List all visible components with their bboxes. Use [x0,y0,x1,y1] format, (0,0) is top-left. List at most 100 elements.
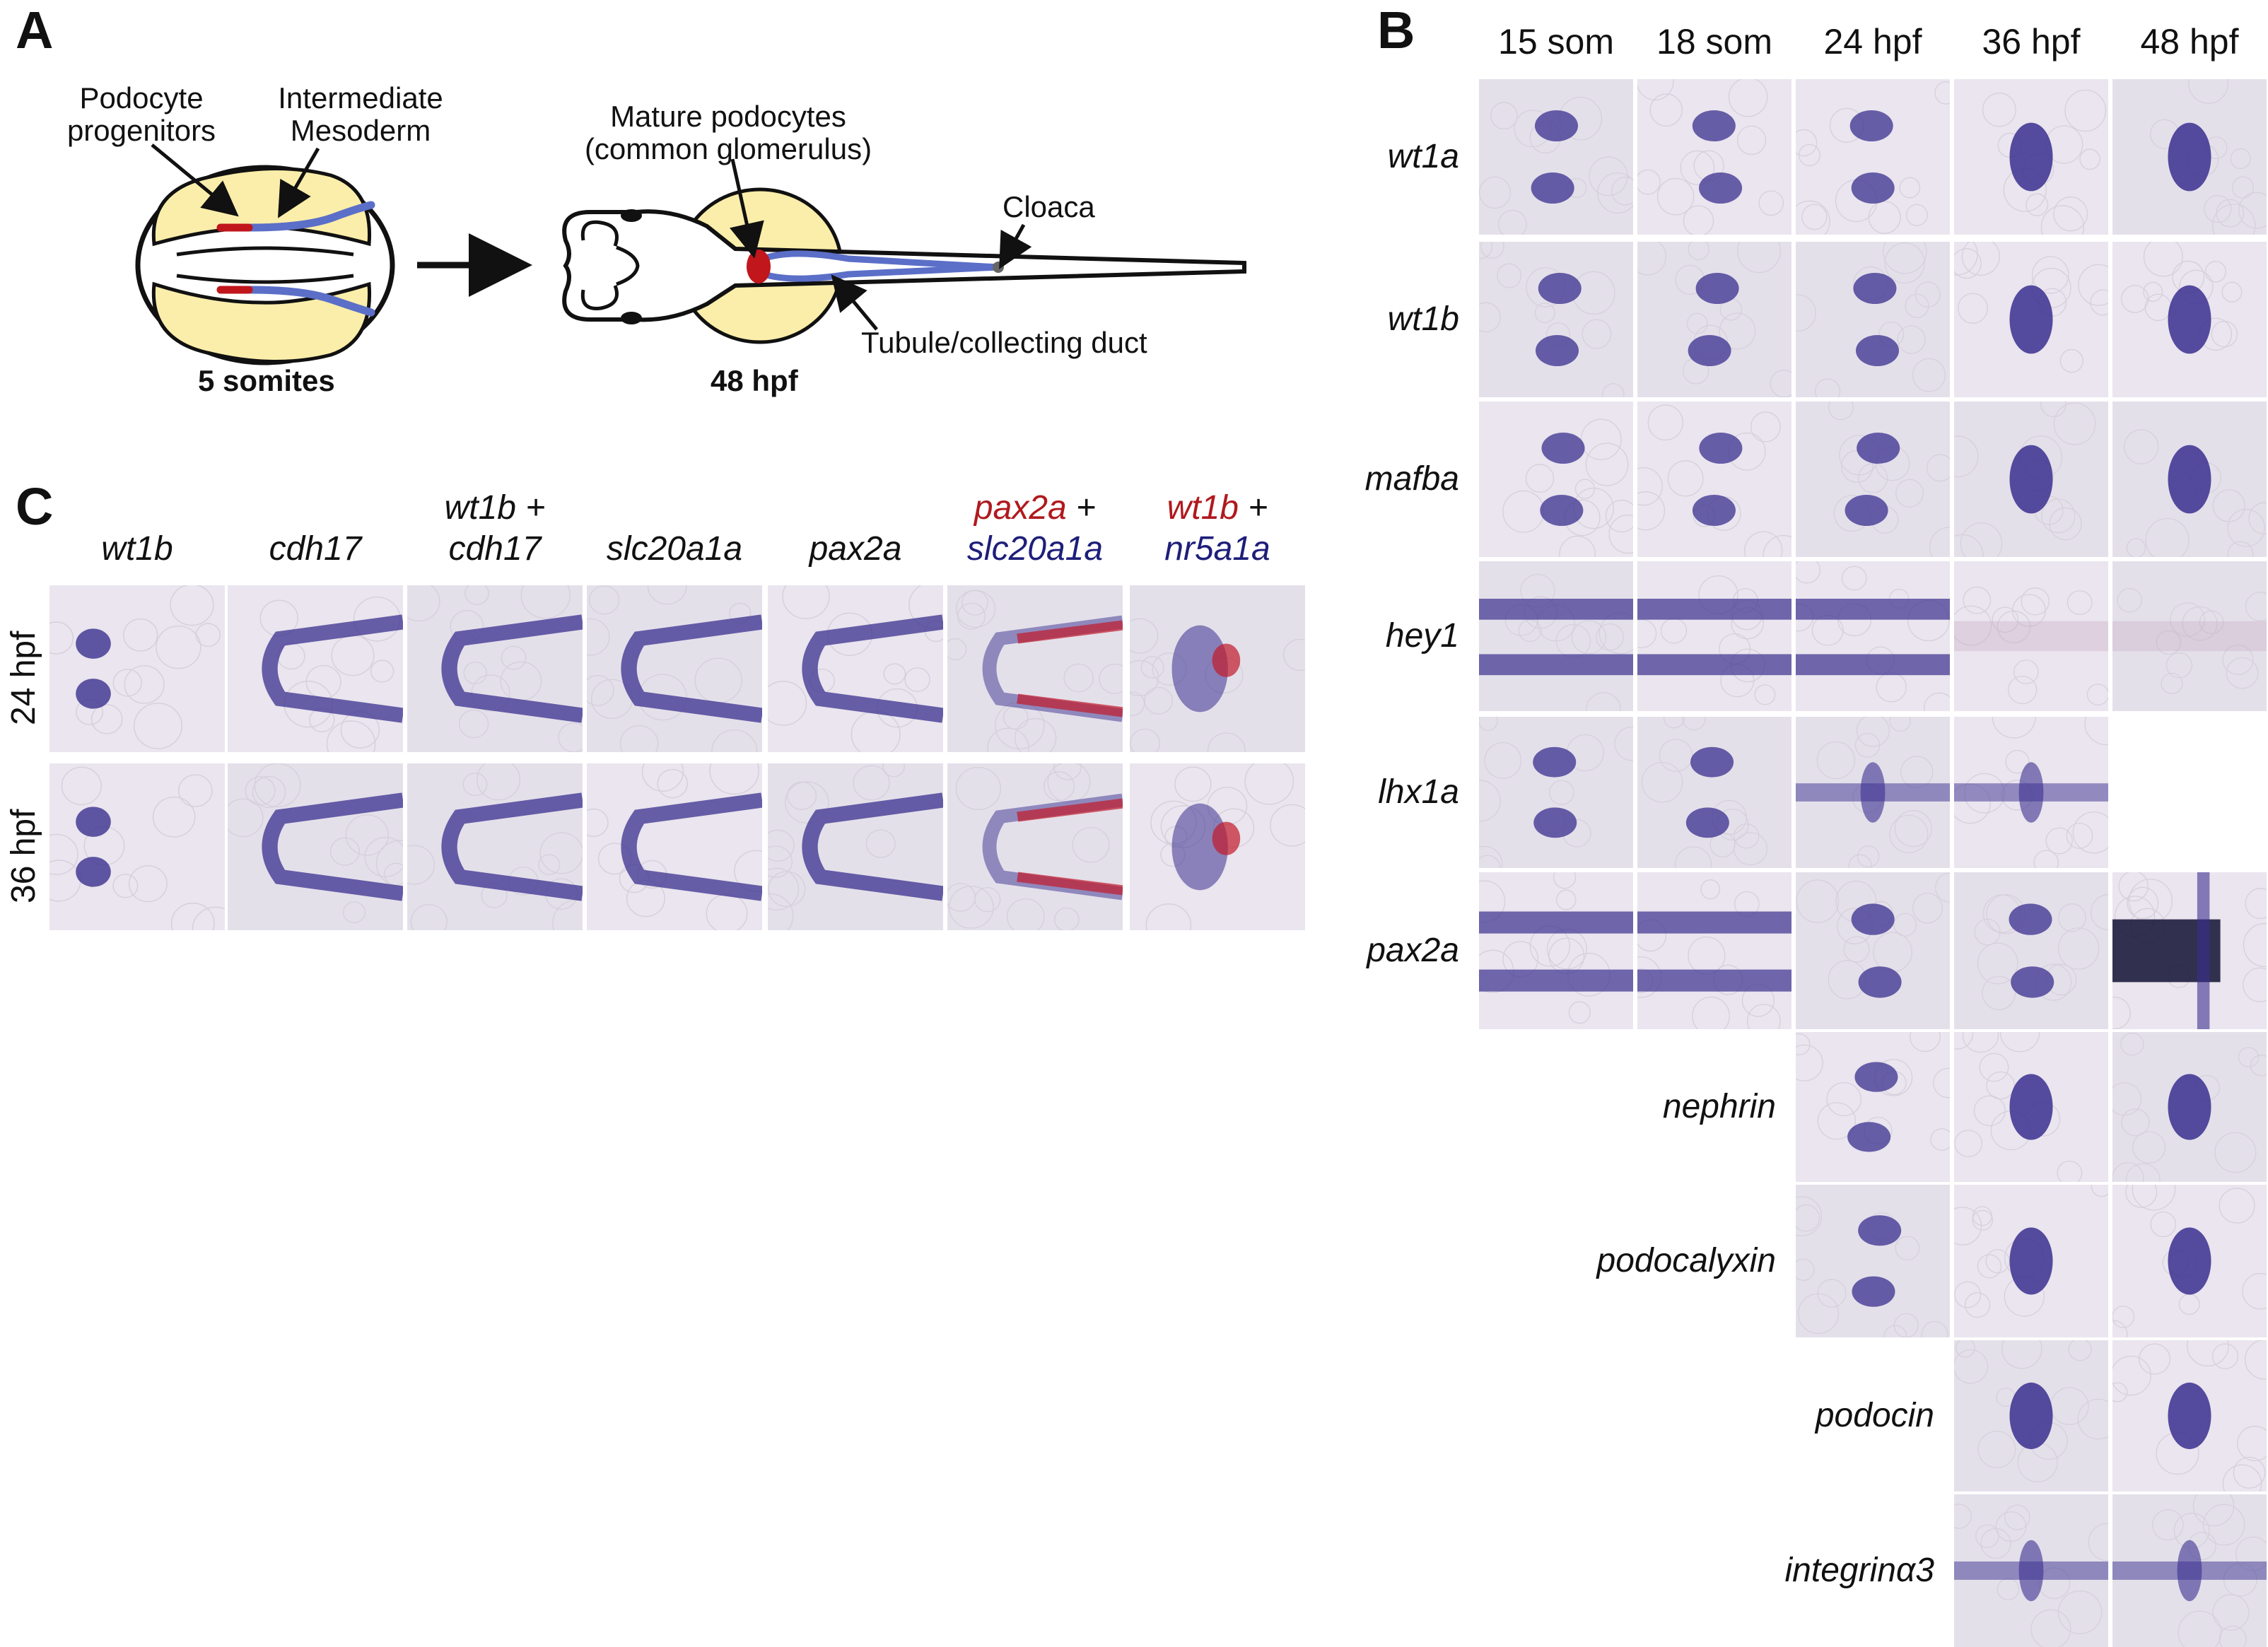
stain-image-tile [1796,1185,1950,1337]
stain-image-tile [947,763,1123,930]
mature-podocytes-label: Mature podocytes (common glomerulus) [537,100,919,165]
stain-image-tile [228,585,403,752]
stain-image-tile [1954,561,2108,711]
gene-label: lhx1a [1378,773,1459,811]
gene-name: nr5a1a [1164,530,1270,568]
stain-image-tile [2112,79,2267,235]
stain-image-tile [407,763,583,930]
stain-image-tile [1954,717,2108,868]
panel-b-letter: B [1377,1,1415,59]
gene-label: mafba [1364,460,1459,498]
podocyte-progenitors-label: Podocyte progenitors [57,81,226,148]
gene-name: wt1b [1167,489,1239,527]
gene-name: cdh17 [448,530,542,568]
gene-name: slc20a1a [606,530,743,568]
somite-embryo [135,143,395,365]
panel-a-diagram [135,143,1246,365]
column-header: wt1b [35,529,239,570]
row-label: 36 hpf [5,809,42,903]
stain-image-tile [1479,402,1633,557]
gene-name: pax2a [809,530,902,568]
gene-label: pax2a [1367,932,1459,969]
gene-label: podocin [1815,1397,1934,1434]
stain-image-tile [1954,242,2108,397]
stain-image-tile [1954,1032,2108,1182]
stain-image-tile [1796,242,1950,397]
gene-label: podocalyxin [1596,1242,1777,1279]
stain-image-tile [49,763,225,930]
stain-image-tile [407,585,583,752]
stain-image-tile [49,585,225,752]
label-line: (common glomerulus) [584,132,872,166]
stain-image-tile [768,763,943,930]
label-line: progenitors [66,114,216,148]
stain-image-tile [1479,717,1633,868]
stain-image-tile [1954,402,2108,557]
larva-48hpf [562,158,1246,344]
stain-image-tile [1637,79,1791,235]
stain-image-tile [1796,872,1950,1029]
stage-5-somites-label: 5 somites [198,364,335,397]
stain-image-tile [1637,402,1791,557]
stain-image-tile [1130,763,1305,930]
stain-image-tile [768,585,943,752]
stain-image-tile [1130,585,1305,752]
header-line: slc20a1a [573,529,776,570]
stain-image-tile [1954,79,2108,235]
column-header: wt1b +nr5a1a [1116,488,1319,570]
plus-sign: + [1239,489,1268,527]
stain-image-tile [2112,1494,2267,1647]
header-line: cdh17 [214,529,417,570]
stain-image-tile [1637,872,1791,1029]
stain-image-tile [1954,1185,2108,1337]
gene-name: cdh17 [269,530,362,568]
row-label: 24 hpf [5,631,42,725]
stain-image-tile [1796,561,1950,711]
gene-name: wt1b + [444,489,546,527]
stain-image-tile [587,585,762,752]
stain-image-tile [1479,872,1633,1029]
gene-name: pax2a [974,489,1067,527]
stain-image-tile [1479,242,1633,397]
label-line: Intermediate [278,81,443,115]
stain-image-tile [1637,242,1791,397]
column-header: 36 hpf [1982,22,2081,61]
stain-image-tile [2112,1185,2267,1337]
column-header: slc20a1a [573,529,776,570]
column-header: pax2a [754,529,957,570]
stain-image-tile [1954,1340,2108,1491]
stain-image-tile [1796,1032,1950,1182]
header-line: pax2a [754,529,957,570]
gene-label: wt1a [1387,138,1459,175]
stain-image-tile [1479,561,1633,711]
gene-label: hey1 [1385,617,1459,655]
column-header: 48 hpf [2140,22,2239,61]
stain-image-tile [2112,561,2267,711]
cloaca-label: Cloaca [1003,190,1095,223]
column-header: pax2a +slc20a1a [933,488,1137,570]
stain-image-tile [1637,717,1791,868]
gene-name: wt1b [101,530,173,568]
stage-48hpf-label: 48 hpf [711,364,798,397]
panel-c-letter: C [16,477,54,536]
gene-label: nephrin [1662,1088,1776,1125]
stain-image-tile [2112,1340,2267,1491]
stain-image-tile [2112,872,2267,1029]
tubule-label: Tubule/collecting duct [861,326,1147,359]
header-line: pax2a + [933,488,1137,529]
header-line: wt1b + [393,488,597,529]
stain-image-tile [1796,79,1950,235]
gene-name: slc20a1a [966,530,1104,568]
panel-a-letter: A [16,1,54,59]
label-line: Mesoderm [290,114,431,148]
column-header: wt1b +cdh17 [393,488,597,570]
stain-image-tile [947,585,1123,752]
gene-label: wt1b [1387,300,1459,338]
header-line: wt1b [35,529,239,570]
label-line: Mature podocytes [610,100,846,133]
stain-image-tile [1637,561,1791,711]
stain-image-tile [1796,402,1950,557]
column-header: 24 hpf [1823,22,1922,61]
column-header: 18 som [1656,22,1772,61]
header-line: wt1b + [1116,488,1319,529]
